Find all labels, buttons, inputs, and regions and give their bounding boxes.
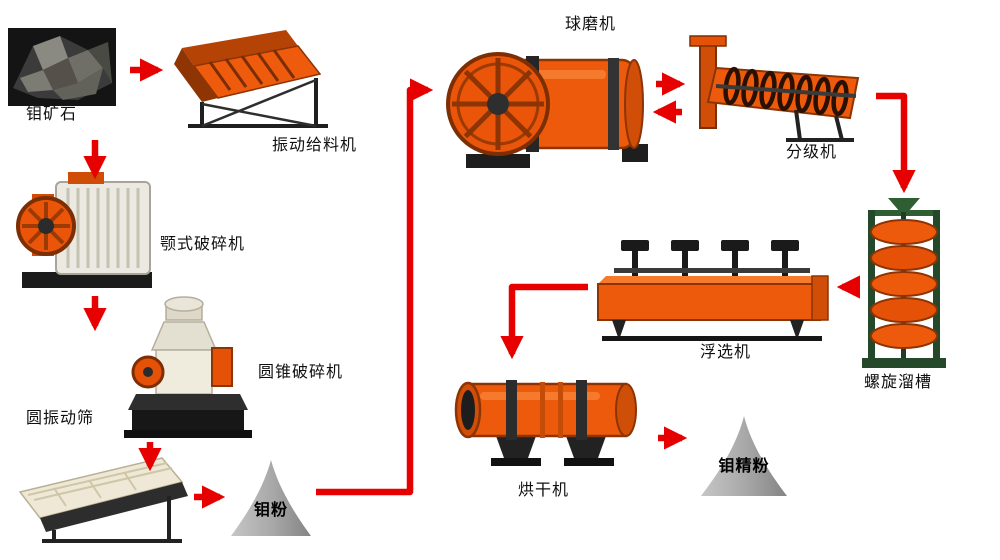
ore-label: 钼矿石 [26, 106, 78, 123]
vibrating-screen-illustration [18, 457, 188, 543]
dryer-label: 烘干机 [518, 482, 570, 499]
moly-powder-pile-illustration [231, 460, 311, 536]
arrow-flotation-to-dryer [500, 283, 588, 360]
ore-rock-node [8, 28, 116, 106]
dryer-illustration [454, 380, 637, 466]
cone-crusher-label: 圆锥破碎机 [258, 364, 344, 381]
arrow-classifier-to-chute [876, 92, 916, 194]
moly-concentrate-pile-node [698, 412, 790, 500]
cone-crusher-node [122, 292, 254, 442]
classifier-node [686, 34, 874, 144]
vibrating-feeder-node [168, 22, 336, 134]
moly-powder-label: 钼粉 [253, 502, 288, 519]
ball-mill-node [436, 26, 654, 178]
ball-mill-label: 球磨机 [565, 16, 617, 33]
spiral-chute-label: 螺旋溜槽 [864, 374, 933, 391]
flotation-machine-illustration [597, 240, 829, 341]
jaw-crusher-label: 颚式破碎机 [160, 236, 246, 253]
flotation-machine-node [590, 236, 836, 342]
classifier-label: 分级机 [786, 144, 838, 161]
ball-mill-illustration [446, 52, 648, 168]
vibrating-screen-label: 圆振动筛 [26, 410, 95, 427]
spiral-chute-node [860, 196, 948, 372]
vibrating-feeder-illustration [174, 30, 328, 128]
vibrating-screen-node [4, 448, 190, 544]
ore-rock-illustration [8, 28, 116, 106]
moly-concentrate-label: 钼精粉 [718, 458, 770, 475]
jaw-crusher-node [16, 168, 158, 294]
classifier-illustration [689, 35, 860, 142]
dryer-node [436, 362, 656, 474]
vibrating-feeder-label: 振动给料机 [272, 137, 358, 154]
spiral-chute-illustration [862, 198, 946, 368]
cone-crusher-illustration [124, 296, 252, 438]
flotation-machine-label: 浮选机 [700, 344, 752, 361]
moly-powder-pile-node [228, 456, 314, 540]
moly-concentrate-pile-illustration [701, 416, 787, 496]
jaw-crusher-illustration [16, 172, 152, 288]
